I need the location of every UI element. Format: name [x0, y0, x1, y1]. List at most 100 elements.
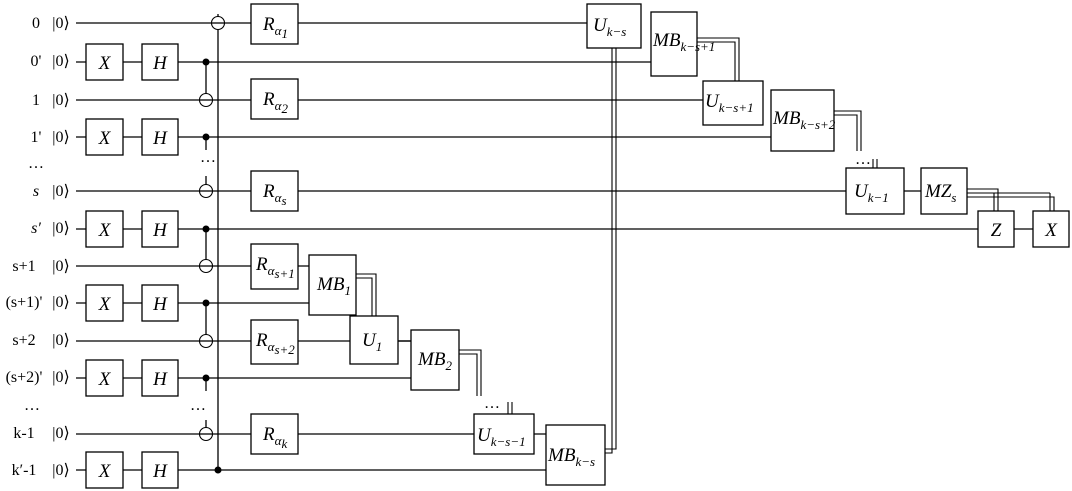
gate-mb-2: [410, 329, 460, 391]
gate-uks-main: U: [593, 15, 608, 36]
gate-rs2-sub: α: [268, 339, 276, 354]
svg-text:Rαs+2: Rαs+2: [255, 330, 295, 357]
gate-mbks2-main: MB: [772, 108, 801, 129]
gate-h-kp1-label: H: [152, 461, 168, 482]
qubit-label-s2: s+2: [12, 332, 35, 349]
gate-h-s2p-label: H: [152, 369, 168, 390]
gate-rs2-subsub: s+2: [274, 342, 295, 357]
gate-x-s2p: [85, 359, 124, 397]
gate-x-sp-label: X: [98, 220, 112, 241]
gate-rs-subsub: s: [281, 193, 286, 208]
gate-x-kp1: [85, 451, 124, 489]
qubit-label-kp1: k′-1: [12, 462, 37, 479]
ket-s1: |0⟩: [52, 258, 69, 275]
svg-text:Rαs: Rαs: [262, 181, 287, 208]
gate-x-sp: [85, 210, 124, 248]
gate-h-1p-label: H: [152, 128, 168, 149]
gate-rs-main: R: [262, 181, 275, 202]
gate-r2-sub: α: [275, 98, 283, 113]
cwire-mz-z-b: [967, 192, 995, 211]
gate-r-alpha-2: [250, 78, 299, 120]
gate-mb1-sub: 1: [344, 283, 351, 298]
ket-s1p: |0⟩: [52, 294, 69, 311]
ket-s: |0⟩: [52, 183, 69, 200]
gate-r2-main: R: [262, 89, 275, 110]
gate-rs1-main: R: [255, 254, 268, 275]
qubit-label-k1: k-1: [13, 425, 34, 442]
qubit-label-sp: s′: [31, 220, 41, 237]
cwire-mz-z-a: [967, 188, 999, 211]
rotation-gates: Rα1 Rα2 Rαs Rαs+1 Rαs+2 Rαk: [250, 3, 299, 455]
gate-x-final: [1032, 210, 1070, 248]
svg-text:Uk−s−1: Uk−s−1: [477, 425, 526, 449]
gate-uks1-sub: k−s+1: [719, 100, 754, 115]
qubit-label-1p: 1': [31, 129, 42, 146]
gate-rs-sub: α: [275, 190, 283, 205]
gate-x-s1p-label: X: [98, 294, 112, 315]
gate-mz-s: [920, 167, 968, 215]
cwire-mb1-b: [356, 273, 377, 316]
cwire-u-ks-a: [605, 48, 613, 454]
gate-r1-sub: α: [275, 23, 283, 38]
svg-text:Rαk: Rαk: [262, 424, 287, 451]
cascade-dots-upper: …: [855, 151, 871, 168]
cnot-dots-1: …: [200, 149, 216, 166]
gate-mb2-main: MB: [417, 349, 446, 370]
qubit-label-s: s: [33, 183, 39, 200]
qubit-label-1: 1: [32, 92, 40, 109]
ket-sp: |0⟩: [52, 220, 69, 237]
control-s1p: [202, 299, 210, 307]
cascade-dots-lower: …: [484, 395, 500, 412]
gate-h-kp1: [141, 451, 179, 489]
gate-x-0p-label: X: [98, 53, 112, 74]
lower-cascade: MB1 U1 MB2 … Uk−s−1 MBk−s: [308, 254, 606, 486]
ket-1p: |0⟩: [52, 129, 69, 146]
gate-mbks-main: MB: [547, 445, 576, 466]
gate-h-sp-label: H: [152, 220, 168, 241]
gate-r-alpha-k: [250, 413, 299, 455]
gate-mb-ks1: [650, 11, 698, 77]
gate-h-s2p: [141, 359, 179, 397]
ket-0: |0⟩: [52, 15, 69, 32]
svg-text:MZs: MZs: [924, 181, 956, 205]
gate-h-s1p: [141, 284, 179, 322]
qubit-labels: 0 0' 1 1' … s s′ s+1 (s+1)' s+2 (s+2)' ……: [6, 15, 44, 479]
quantum-wires: [76, 22, 1065, 471]
gate-h-sp: [141, 210, 179, 248]
ket-0p: |0⟩: [52, 53, 69, 70]
gate-r1-subsub: 1: [281, 26, 288, 41]
gate-rk-main: R: [262, 424, 275, 445]
gate-uks1-main: U: [705, 91, 720, 112]
gate-u-ksm1: [473, 413, 535, 455]
gate-r-alpha-s1: [250, 243, 299, 290]
cwire-mz-x-a: [967, 196, 1055, 211]
cwire-mb-ks2-a: [834, 114, 858, 151]
gate-r-alpha-s: [250, 170, 299, 212]
gate-x-final-label: X: [1044, 220, 1058, 241]
gate-h-0p: [141, 43, 179, 81]
cwire-mb2-a: [459, 353, 478, 396]
gate-h-s1p-label: H: [152, 294, 168, 315]
gate-mb-1: [308, 254, 357, 316]
xh-gates: X H X H X H X H X H X H: [85, 43, 179, 489]
gate-mzs-main: MZ: [924, 181, 952, 202]
gate-mb-ks: [545, 424, 606, 486]
ket-k1: |0⟩: [52, 425, 69, 442]
ket-kp1: |0⟩: [52, 462, 69, 479]
cwire-mb-ks2-b: [834, 110, 862, 151]
ket-s2: |0⟩: [52, 332, 69, 349]
gate-uk1-main: U: [854, 181, 869, 202]
svg-text:Uk−s+1: Uk−s+1: [705, 91, 754, 115]
gate-r1-main: R: [262, 14, 275, 35]
gate-x-s1p: [85, 284, 124, 322]
gate-x-0p: [85, 43, 124, 81]
ket-1: |0⟩: [52, 92, 69, 109]
gate-mb2-sub: 2: [445, 358, 452, 373]
gate-mb-ks2: [770, 89, 835, 152]
gate-mbks-sub: k−s: [575, 454, 595, 469]
svg-text:MBk−s+2: MBk−s+2: [772, 108, 836, 132]
gate-u-ks: [586, 3, 642, 49]
svg-text:MB2: MB2: [417, 349, 452, 373]
gate-x-1p-label: X: [98, 128, 112, 149]
